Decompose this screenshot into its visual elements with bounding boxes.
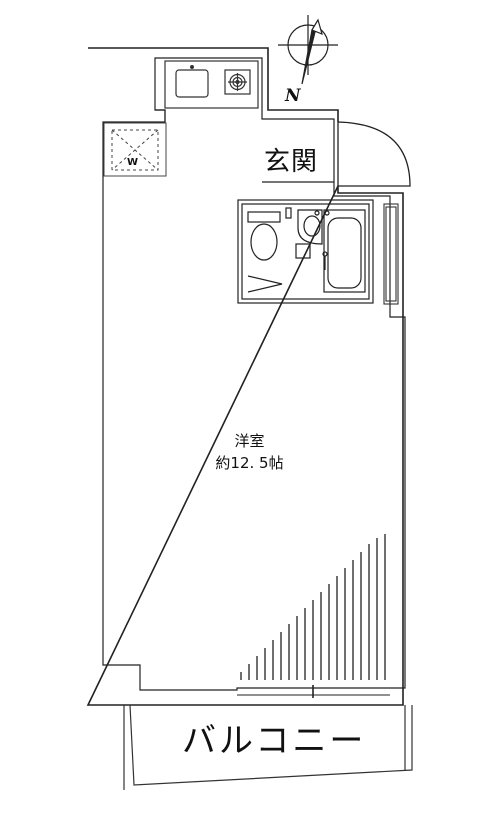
washer-label: W [127, 157, 139, 168]
entrance-label: 玄関 [264, 147, 319, 177]
washbasin-icon [297, 209, 330, 245]
balcony-window [237, 685, 390, 698]
compass-icon [278, 15, 338, 85]
outer-wall [86, 47, 404, 706]
inner-wall [102, 57, 406, 691]
balcony-label: バルコニー [182, 721, 367, 761]
room-name-label: 洋室 [234, 432, 265, 450]
sink-icon [175, 64, 209, 98]
bathtub-icon [322, 209, 366, 293]
balcony-outline [123, 704, 413, 790]
bathroom-unit [237, 199, 374, 304]
window-hatching [240, 534, 386, 680]
entrance-door-swing [337, 121, 411, 187]
north-label: N [285, 86, 301, 106]
washer-icon [103, 122, 167, 177]
stove-icon [224, 69, 251, 95]
toilet-icon [247, 207, 292, 261]
door-swing-icon [247, 275, 283, 293]
kitchen [164, 60, 259, 109]
room-size-label: 約12. 5帖 [215, 454, 284, 472]
closet [383, 203, 399, 305]
